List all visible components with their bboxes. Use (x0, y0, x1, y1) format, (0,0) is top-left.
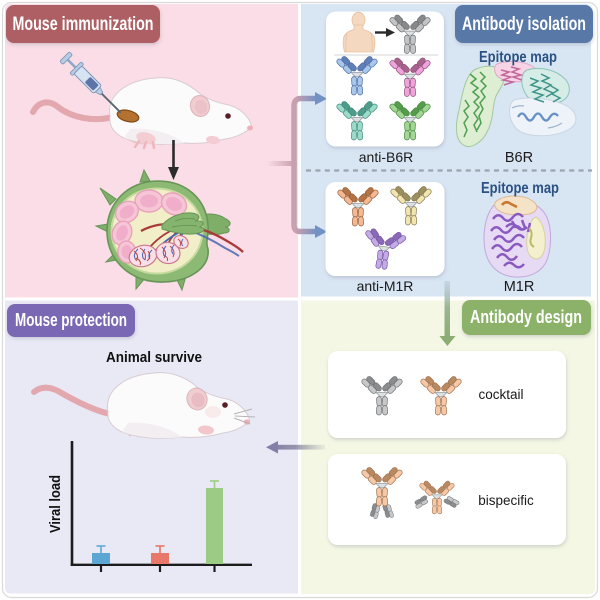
svg-text:Epitope map: Epitope map (481, 180, 559, 197)
svg-text:Mouse immunization: Mouse immunization (13, 14, 154, 35)
svg-text:bispecific: bispecific (478, 493, 534, 508)
svg-text:cocktail: cocktail (478, 387, 523, 402)
svg-text:M1R: M1R (504, 279, 535, 295)
svg-text:Mouse protection: Mouse protection (15, 310, 127, 330)
svg-text:Viral load: Viral load (48, 475, 64, 533)
svg-text:anti-B6R: anti-B6R (359, 149, 413, 165)
svg-text:Animal survive: Animal survive (106, 349, 202, 366)
svg-text:Antibody design: Antibody design (470, 307, 582, 327)
svg-text:B6R: B6R (505, 150, 533, 166)
svg-text:anti-M1R: anti-M1R (357, 278, 414, 294)
svg-text:Epitope map: Epitope map (479, 49, 557, 66)
svg-text:Antibody isolation: Antibody isolation (462, 14, 586, 35)
